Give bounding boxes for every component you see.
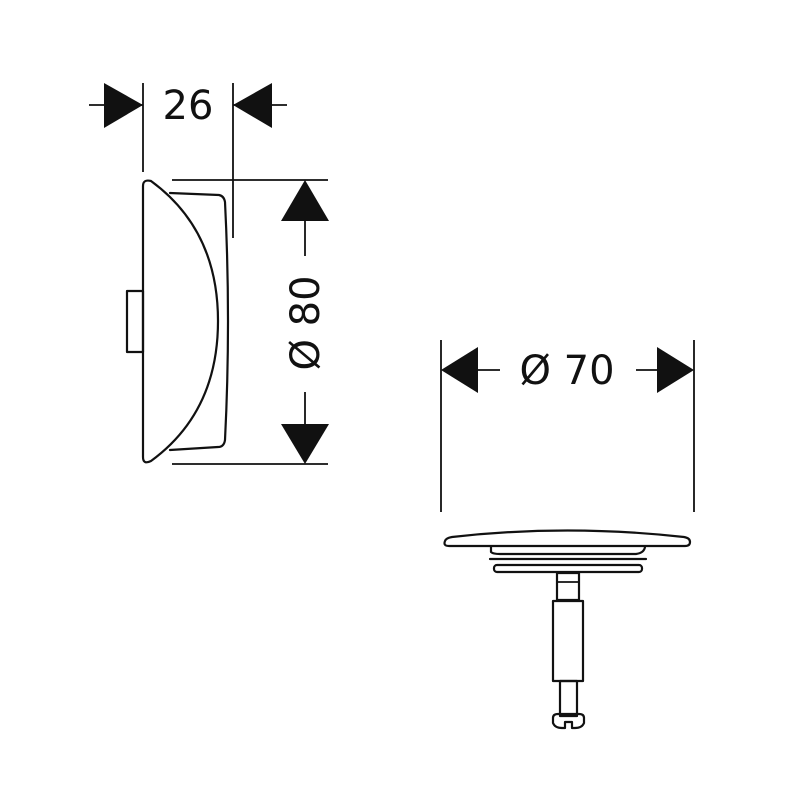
cap-knob [125, 289, 145, 354]
plug-disc [443, 529, 692, 548]
depth-label: 26 [163, 83, 214, 129]
plug-diameter-label: Ø 70 [519, 348, 614, 394]
plug-seal-ring [489, 545, 647, 556]
arrow-down-icon [281, 424, 329, 464]
depth-dimension: 26 [89, 83, 287, 238]
plug-dimension: Ø 70 [440, 340, 695, 512]
cap-diameter-label: Ø 80 [283, 275, 329, 370]
arrow-right-icon [104, 83, 143, 128]
plug-stem-body [551, 599, 585, 683]
plug-stem-upper [555, 571, 581, 602]
arrow-left-icon [233, 83, 272, 128]
cap-rear-body [168, 191, 230, 452]
plug-screw-head [551, 712, 586, 730]
plug-ring [492, 563, 644, 574]
plug-stem-lower [558, 679, 579, 718]
arrow-up-icon [281, 180, 329, 221]
cap-diameter-dimension: Ø 80 [172, 179, 329, 465]
cap-front-profile [141, 179, 220, 464]
plug-front-view [443, 529, 692, 730]
arrow-left-icon [441, 347, 478, 393]
arrow-right-icon [657, 347, 694, 393]
cap-side-view [125, 179, 230, 464]
